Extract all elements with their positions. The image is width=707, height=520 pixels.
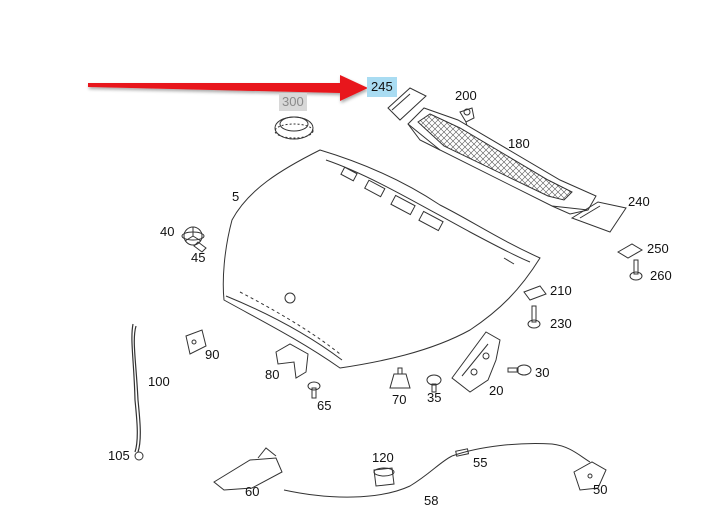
- part-90-bracket: [185, 329, 207, 355]
- part-60-lock: [213, 447, 283, 491]
- label-240: 240: [628, 194, 650, 209]
- label-200: 200: [455, 88, 477, 103]
- pointer-arrow: [88, 75, 368, 101]
- part-30-screw: [507, 364, 532, 376]
- part-58-cable: [283, 455, 453, 498]
- label-58: 58: [424, 493, 439, 508]
- part-120-clamp: [373, 467, 395, 487]
- label-60: 60: [245, 484, 260, 499]
- label-105: 105: [108, 448, 130, 463]
- part-5-hood: [222, 149, 541, 369]
- part-50-release-handle: [573, 461, 607, 491]
- part-180-cowl-grille: [407, 107, 597, 215]
- part-65-screw: [307, 381, 321, 399]
- label-210: 210: [550, 283, 572, 298]
- label-55: 55: [473, 455, 488, 470]
- label-260: 260: [650, 268, 672, 283]
- label-70: 70: [392, 392, 407, 407]
- label-80: 80: [265, 367, 280, 382]
- label-120: 120: [372, 450, 394, 465]
- label-5: 5: [232, 189, 240, 204]
- part-55-cable: [451, 443, 591, 463]
- label-20: 20: [489, 383, 504, 398]
- part-210-clip: [523, 285, 547, 301]
- label-300: 300: [279, 93, 307, 111]
- label-30: 30: [535, 365, 550, 380]
- part-300-grommet: [274, 116, 314, 140]
- label-250: 250: [647, 241, 669, 256]
- part-80-bracket: [275, 343, 309, 379]
- part-45-fastener: [193, 241, 207, 253]
- label-35: 35: [427, 390, 442, 405]
- part-245-cover: [387, 87, 427, 121]
- label-245: 245: [367, 77, 397, 97]
- label-65: 65: [317, 398, 332, 413]
- part-40-emblem: [181, 226, 205, 246]
- part-230-screw: [527, 305, 541, 329]
- part-70-bumper: [389, 367, 411, 389]
- part-105-holder: [134, 451, 144, 461]
- part-20-hinge: [451, 331, 501, 393]
- label-90: 90: [205, 347, 220, 362]
- part-35-screw: [426, 374, 442, 393]
- part-240-panel: [570, 201, 627, 233]
- part-250-clip: [617, 243, 643, 259]
- label-180: 180: [508, 136, 530, 151]
- label-45: 45: [191, 250, 206, 265]
- label-100: 100: [148, 374, 170, 389]
- label-50: 50: [593, 482, 608, 497]
- part-100-prop-rod: [131, 323, 141, 453]
- label-40: 40: [160, 224, 175, 239]
- part-260-screw: [629, 259, 643, 281]
- label-230: 230: [550, 316, 572, 331]
